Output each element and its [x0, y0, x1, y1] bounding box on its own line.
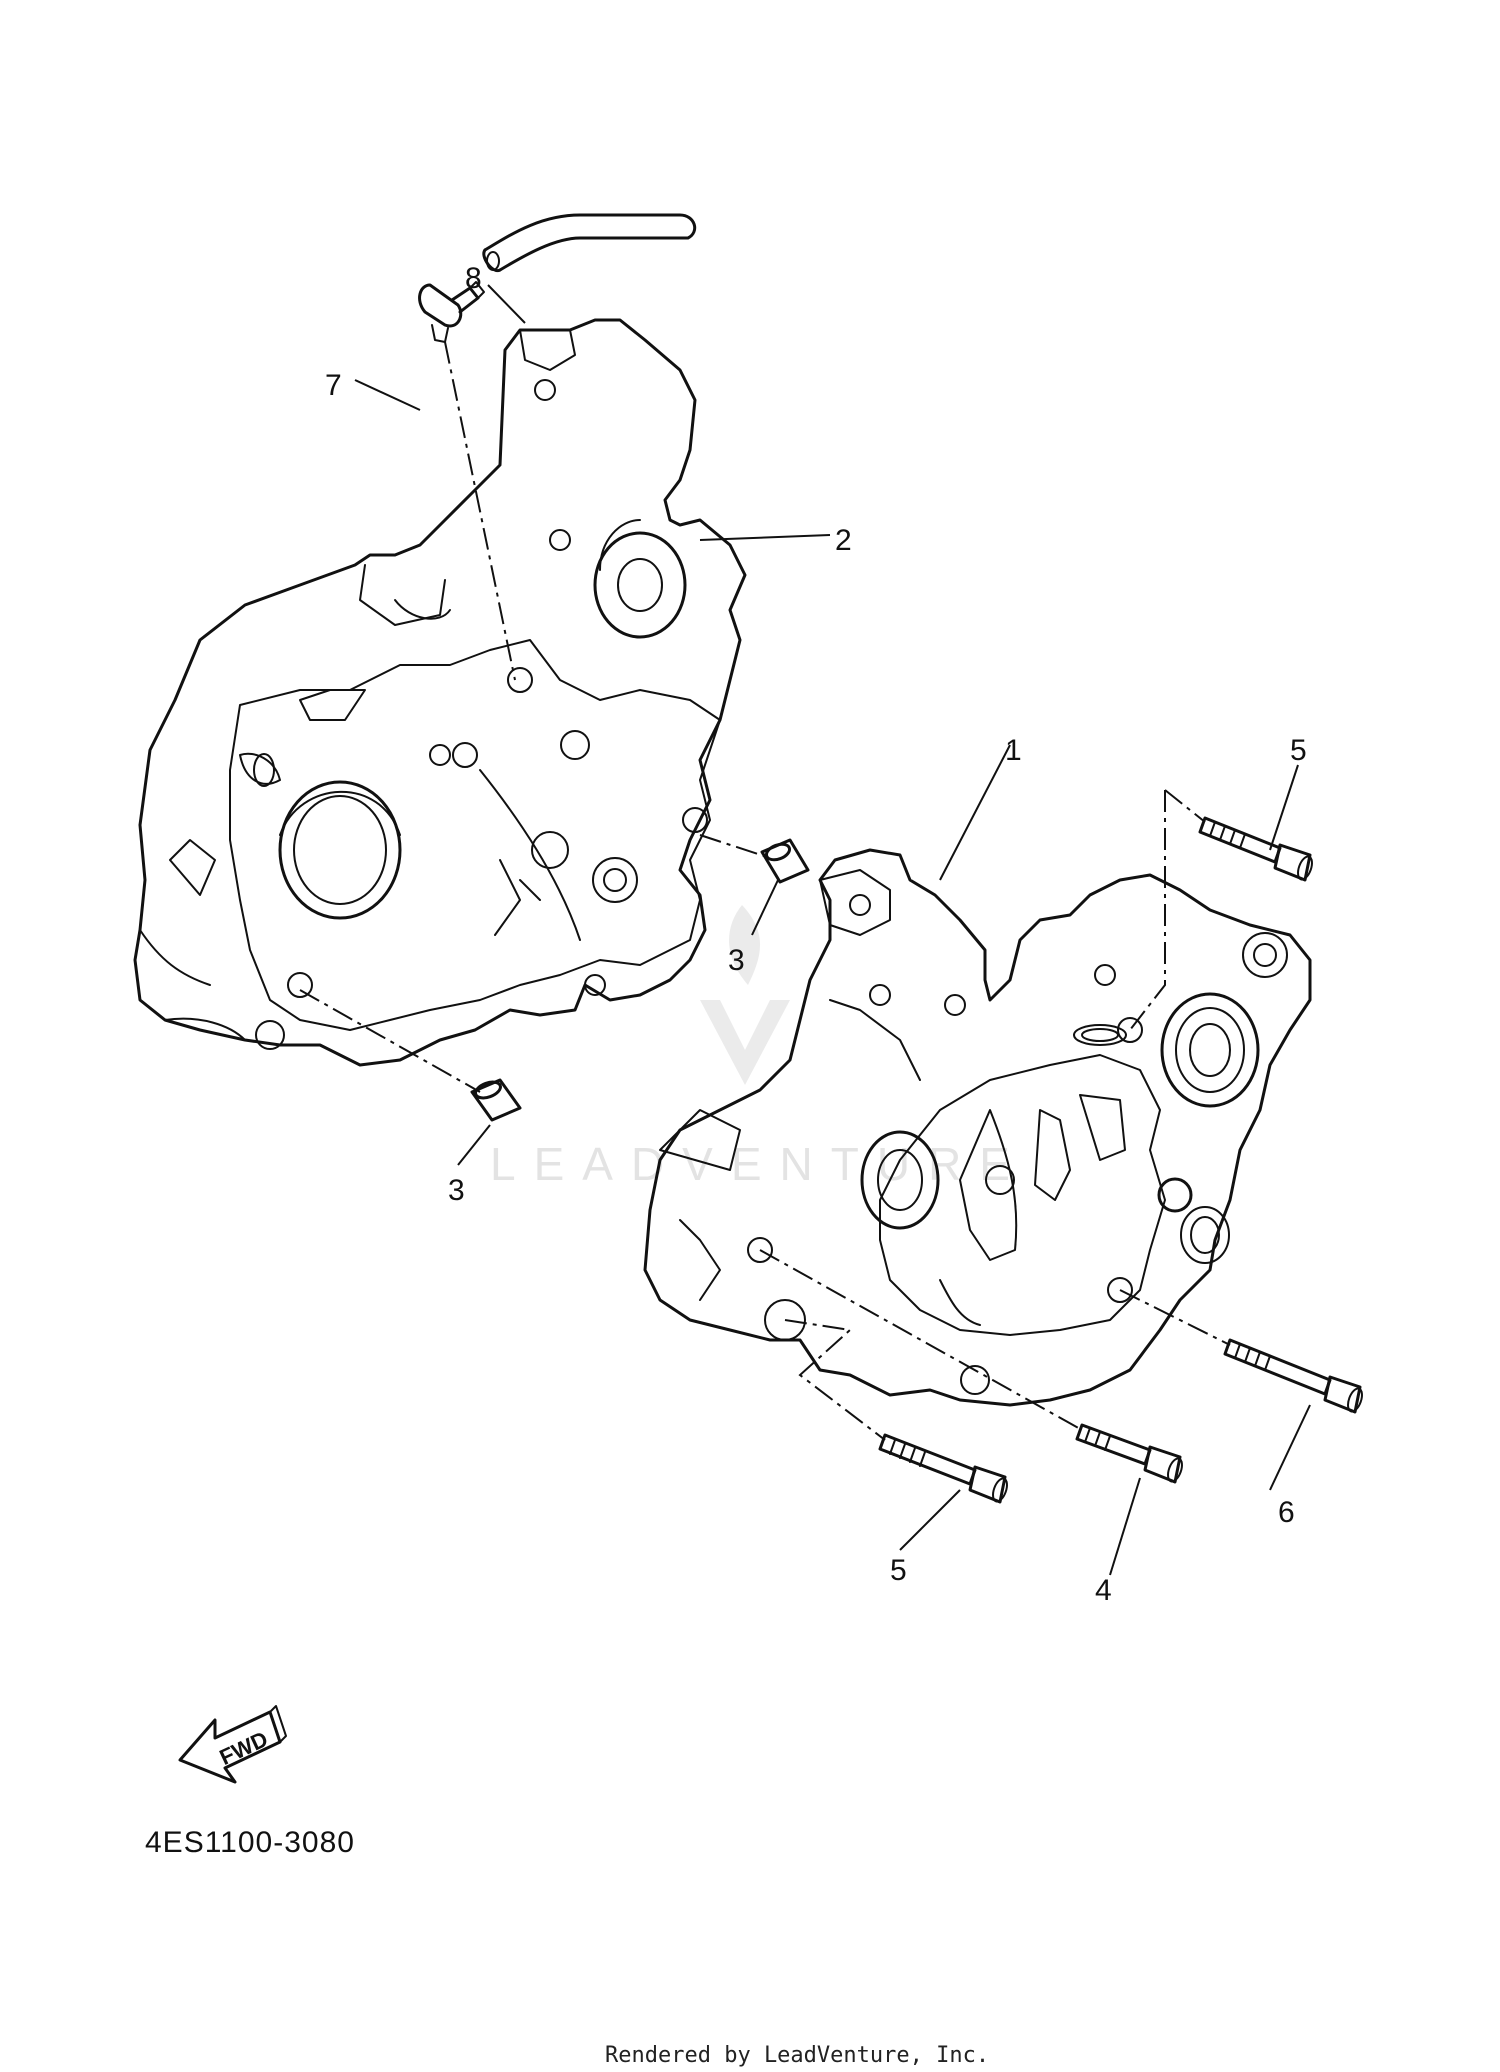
callout-5-upper: 5 — [1290, 734, 1307, 767]
callout-3-lower: 3 — [448, 1174, 465, 1207]
callout-numbers: 8 7 2 1 5 3 3 6 4 5 — [325, 262, 1307, 1607]
callout-4: 4 — [1095, 1574, 1112, 1607]
bolt-6[interactable] — [1223, 1338, 1365, 1414]
assembly-lines — [299, 341, 1231, 1441]
crankcase-right[interactable] — [643, 848, 1312, 1407]
callout-1: 1 — [1005, 734, 1022, 767]
forward-direction-arrow: FWD — [178, 1705, 287, 1784]
render-credit: Rendered by LeadVenture, Inc. — [605, 2043, 989, 2068]
callout-8: 8 — [465, 262, 482, 295]
bolt-5-upper[interactable] — [1198, 816, 1315, 882]
callout-6: 6 — [1278, 1496, 1295, 1529]
bolt-4[interactable] — [1075, 1423, 1185, 1484]
breather-hose[interactable] — [482, 213, 697, 273]
watermark: LEADVENTURE — [490, 905, 1028, 1190]
crankcase-left[interactable] — [133, 318, 747, 1067]
callout-2: 2 — [835, 524, 852, 557]
diagram-code: 4ES1100-3080 — [145, 1826, 355, 1859]
dowel-pin-upper[interactable] — [760, 838, 810, 884]
callout-7: 7 — [325, 369, 342, 402]
breather-nipple[interactable] — [418, 281, 485, 343]
callout-5-lower: 5 — [890, 1554, 907, 1587]
bolt-5-lower[interactable] — [878, 1433, 1010, 1504]
callout-3-upper: 3 — [728, 944, 745, 977]
leader-lines — [354, 284, 1311, 1576]
watermark-text: LEADVENTURE — [490, 1138, 1028, 1190]
dowel-pin-lower[interactable] — [470, 1078, 522, 1122]
